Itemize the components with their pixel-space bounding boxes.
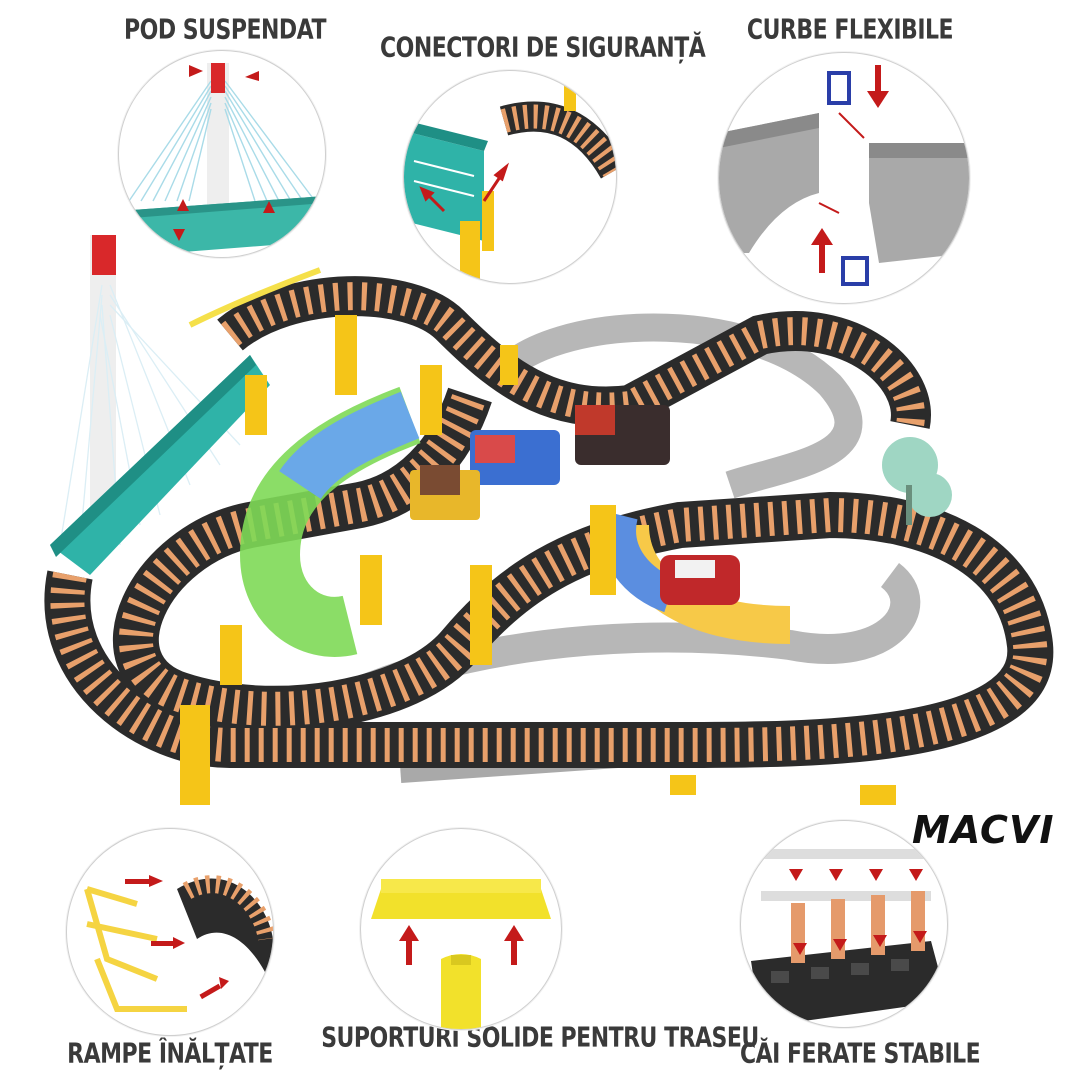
feature-label-solid-supports: SUPORTURI SOLIDE PENTRU TRASEU bbox=[321, 1022, 759, 1055]
safety-connectors-detail bbox=[403, 70, 617, 284]
feature-label-flexible-curves: CURBE FLEXIBILE bbox=[746, 14, 954, 47]
flexible-curves-detail bbox=[718, 52, 970, 304]
raised-ramps-illustration bbox=[84, 875, 273, 1012]
brand-logo-text: MACVI bbox=[912, 808, 1055, 852]
raised-ramps-detail bbox=[66, 828, 274, 1036]
train-track-set-illustration bbox=[44, 235, 1054, 805]
safety-connectors-illustration bbox=[404, 81, 616, 281]
suspended-bridge-detail bbox=[118, 50, 326, 258]
feature-label-suspended-bridge: POD SUSPENDAT bbox=[124, 14, 326, 47]
feature-label-raised-ramps: RAMPE ÎNĂLȚATE bbox=[67, 1038, 273, 1071]
suspended-bridge-illustration bbox=[119, 63, 325, 257]
feature-label-safety-connectors: CONECTORI DE SIGURANȚĂ bbox=[380, 32, 706, 65]
train-track-set bbox=[30, 225, 1060, 825]
solid-supports-detail bbox=[360, 828, 562, 1030]
solid-supports-illustration bbox=[371, 879, 551, 1029]
flexible-curves-illustration bbox=[719, 65, 969, 286]
feature-label-stable-rails: CĂI FERATE STABILE bbox=[740, 1038, 981, 1071]
stable-rails-detail bbox=[740, 820, 948, 1028]
stable-rails-illustration bbox=[751, 849, 947, 1027]
